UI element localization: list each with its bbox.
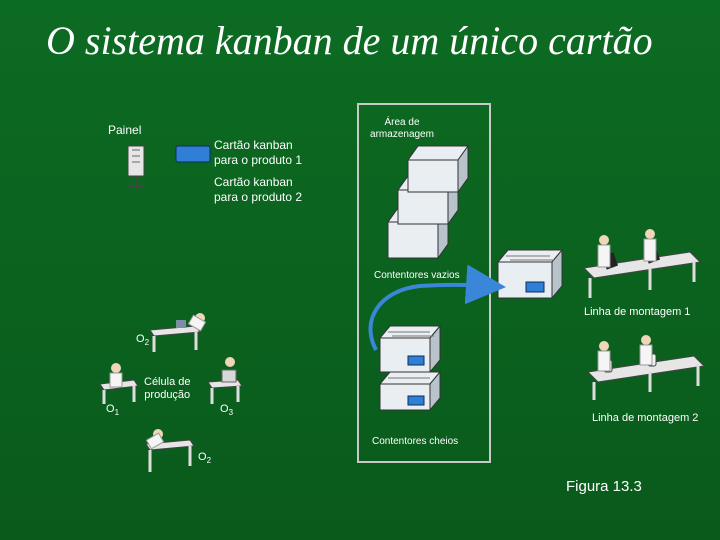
empty-containers: [498, 250, 562, 298]
figure-caption: Figura 13.3: [566, 478, 642, 495]
worker-icon: [598, 341, 610, 371]
full-containers-label: Contentores cheios: [372, 436, 458, 448]
kanban-card-icon: [176, 146, 210, 162]
assembly-line-2-label: Linha de montagem 2: [592, 412, 698, 425]
container-icon: [408, 146, 468, 192]
storage-area-label: Área de armazenagem: [364, 117, 440, 141]
full-containers: [380, 326, 440, 410]
worker-icon: [644, 229, 656, 261]
kanban-card-2-label: Cartão kanban para o produto 2: [214, 175, 302, 205]
worker-icon: [110, 363, 122, 387]
empty-containers-label: Contentores vazios: [374, 270, 460, 282]
slide-title: O sistema kanban de um único cartão: [46, 18, 686, 64]
production-cell-label: Célula de produção: [144, 376, 190, 402]
operator-o1: O1: [106, 403, 119, 419]
assembly-line-1-label: Linha de montagem 1: [584, 306, 690, 319]
kanban-card-1-label: Cartão kanban para o produto 1: [214, 138, 302, 168]
worker-icon: [225, 357, 235, 367]
worker-icon: [598, 235, 610, 267]
operator-o2-top: O2: [136, 333, 149, 349]
operator-o2-bottom: O2: [198, 451, 211, 467]
worker-icon: [640, 335, 652, 365]
painel-label: Painel: [108, 123, 141, 138]
operator-o3: O3: [220, 403, 233, 419]
